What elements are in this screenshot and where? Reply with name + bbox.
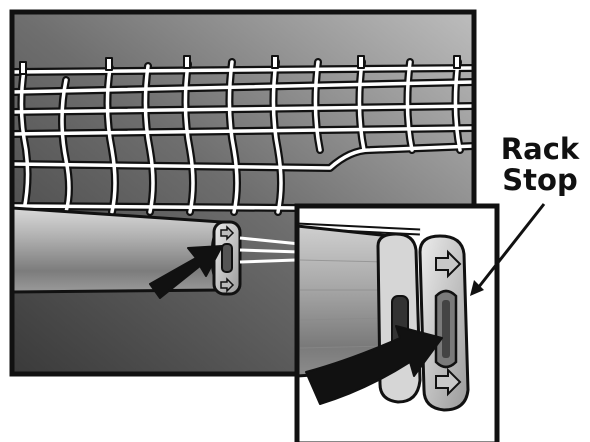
zoom-inset	[297, 206, 497, 438]
callout-line-1: Rack	[500, 132, 580, 166]
rack-stop-label: Rack Stop	[490, 134, 590, 196]
dish-rack-wires	[12, 55, 474, 216]
callout-leader	[470, 203, 546, 296]
main-pointer-arrow-icon	[149, 245, 223, 299]
main-scene	[12, 12, 474, 374]
zoom-frame	[294, 203, 500, 442]
curved-pointer-arrow-icon	[305, 325, 443, 405]
rack-stop-clip-icon	[212, 220, 301, 296]
main-frame	[9, 9, 477, 377]
callout-line-2: Stop	[502, 163, 578, 197]
